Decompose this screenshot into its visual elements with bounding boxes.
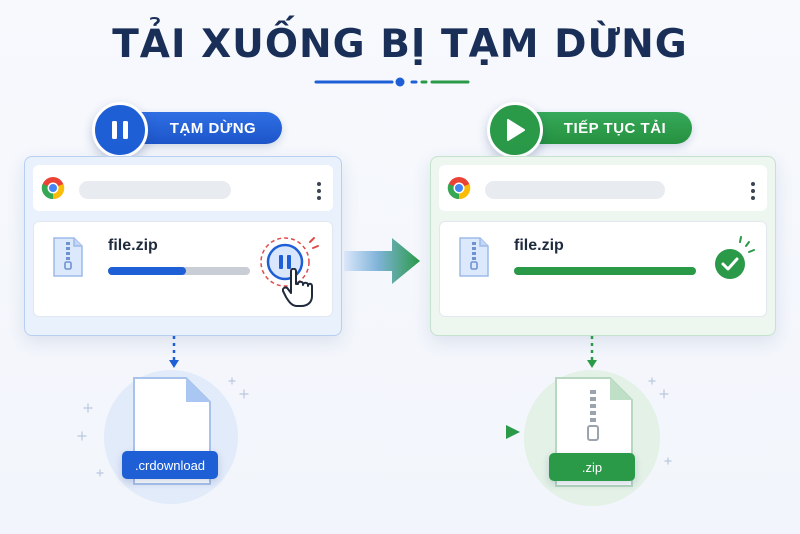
crdownload-label: .crdownload (122, 451, 218, 479)
address-bar[interactable] (79, 181, 231, 199)
play-badge (487, 102, 543, 158)
play-icon (507, 119, 525, 141)
dotted-arrow-icon (250, 425, 520, 439)
title-divider (314, 77, 470, 87)
file-name: file.zip (108, 237, 158, 254)
hand-cursor-icon (282, 268, 313, 307)
zip-file-icon (53, 237, 83, 277)
down-arrow-green-icon (587, 336, 597, 368)
resume-pill-label: TIẾP TỤC TẢI (563, 119, 667, 137)
zip-file-icon (459, 237, 489, 277)
menu-icon[interactable] (317, 182, 321, 203)
browser-toolbar (33, 165, 333, 211)
browser-toolbar (439, 165, 767, 211)
address-bar[interactable] (485, 181, 665, 199)
zip-label: .zip (549, 453, 635, 481)
chrome-logo-icon (41, 177, 65, 200)
pause-badge (92, 102, 148, 158)
download-item: file.zip (439, 221, 767, 317)
progress-fill (514, 267, 696, 275)
chrome-logo-icon (447, 177, 471, 200)
transition-arrow-icon (344, 238, 420, 284)
progress-bar (108, 267, 250, 275)
page-title: TẢI XUỐNG BỊ TẠM DỪNG (112, 22, 688, 67)
check-circle-icon (715, 236, 755, 279)
down-arrow-blue-icon (169, 336, 179, 368)
progress-fill (108, 267, 187, 275)
browser-window-paused: file.zip (24, 156, 342, 336)
browser-window-resumed: file.zip (430, 156, 776, 336)
menu-icon[interactable] (751, 182, 755, 203)
file-name: file.zip (514, 237, 564, 254)
progress-bar (514, 267, 696, 275)
pause-icon (112, 121, 128, 139)
paused-pill-label: TẠM DỪNG (169, 119, 257, 137)
download-item: file.zip (33, 221, 333, 317)
